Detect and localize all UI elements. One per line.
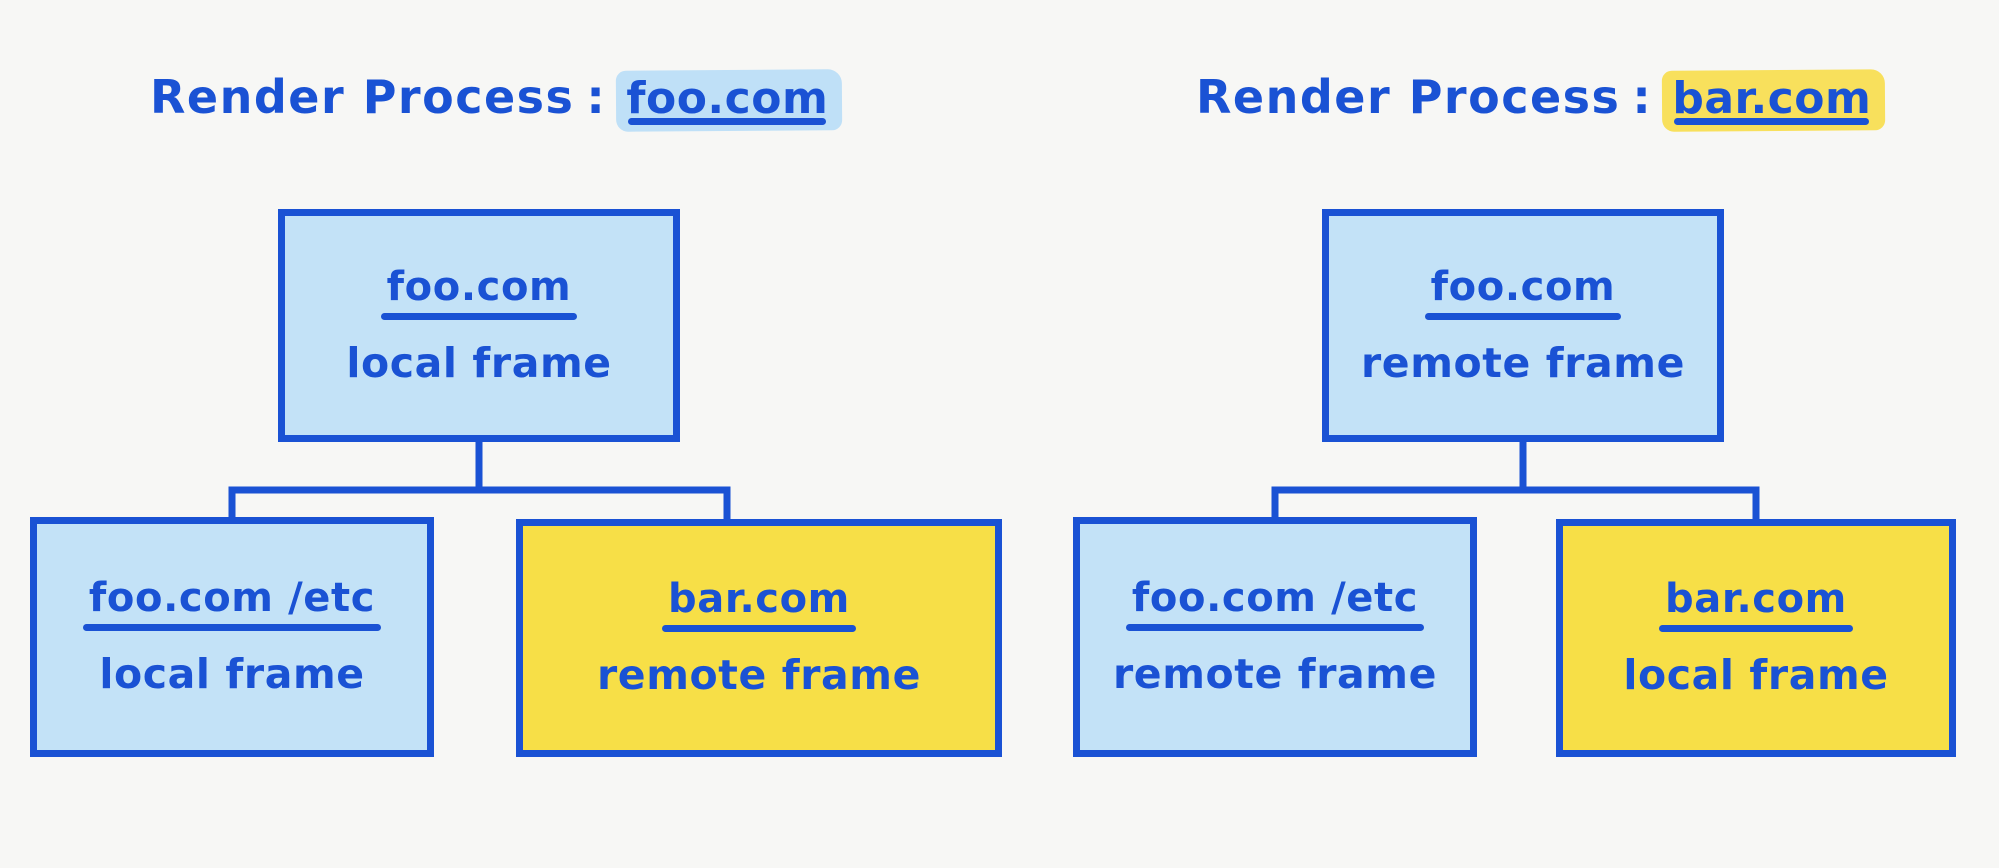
frame-type: remote frame [1112, 650, 1438, 699]
process-title-left-separator: : [586, 70, 607, 124]
frame-box-left-child-1: foo.com /etc local frame [30, 517, 434, 757]
frame-box-left-root: foo.com local frame [278, 209, 680, 442]
underline-decoration [1125, 624, 1425, 632]
frame-box-right-root: foo.com remote frame [1322, 209, 1724, 442]
frame-box-right-child-2: bar.com local frame [1556, 519, 1956, 757]
frame-origin: bar.com [662, 578, 856, 633]
frame-origin: foo.com /etc [1125, 577, 1425, 632]
frame-box-left-child-2: bar.com remote frame [516, 519, 1002, 757]
process-title-left: Render Process: foo.com [150, 68, 842, 131]
frame-origin: foo.com /etc [82, 577, 382, 632]
frame-type: remote frame [596, 651, 922, 700]
underline-decoration [1659, 625, 1853, 633]
process-title-right-origin-highlight: bar.com [1662, 68, 1885, 131]
underline-decoration [82, 624, 382, 632]
underline-decoration [1674, 118, 1870, 125]
process-title-right-origin: bar.com [1672, 73, 1872, 124]
process-title-left-label: Render Process [150, 70, 575, 124]
frame-type: local frame [99, 650, 365, 699]
frame-type: remote frame [1360, 338, 1686, 387]
frame-type: local frame [346, 338, 612, 387]
underline-decoration [1424, 312, 1622, 320]
underline-decoration [628, 118, 827, 125]
frame-origin: bar.com [1659, 578, 1853, 633]
frame-type: local frame [1623, 651, 1889, 700]
process-title-left-origin-highlight: foo.com [616, 68, 842, 131]
frame-origin: foo.com [380, 266, 578, 320]
process-title-left-origin: foo.com [626, 73, 829, 124]
frame-box-right-child-1: foo.com /etc remote frame [1073, 517, 1477, 757]
process-title-right: Render Process: bar.com [1196, 68, 1885, 131]
process-title-right-separator: : [1632, 70, 1653, 124]
underline-decoration [380, 312, 578, 320]
process-title-right-label: Render Process [1196, 70, 1621, 124]
frame-origin: foo.com [1424, 266, 1622, 320]
underline-decoration [662, 625, 856, 633]
